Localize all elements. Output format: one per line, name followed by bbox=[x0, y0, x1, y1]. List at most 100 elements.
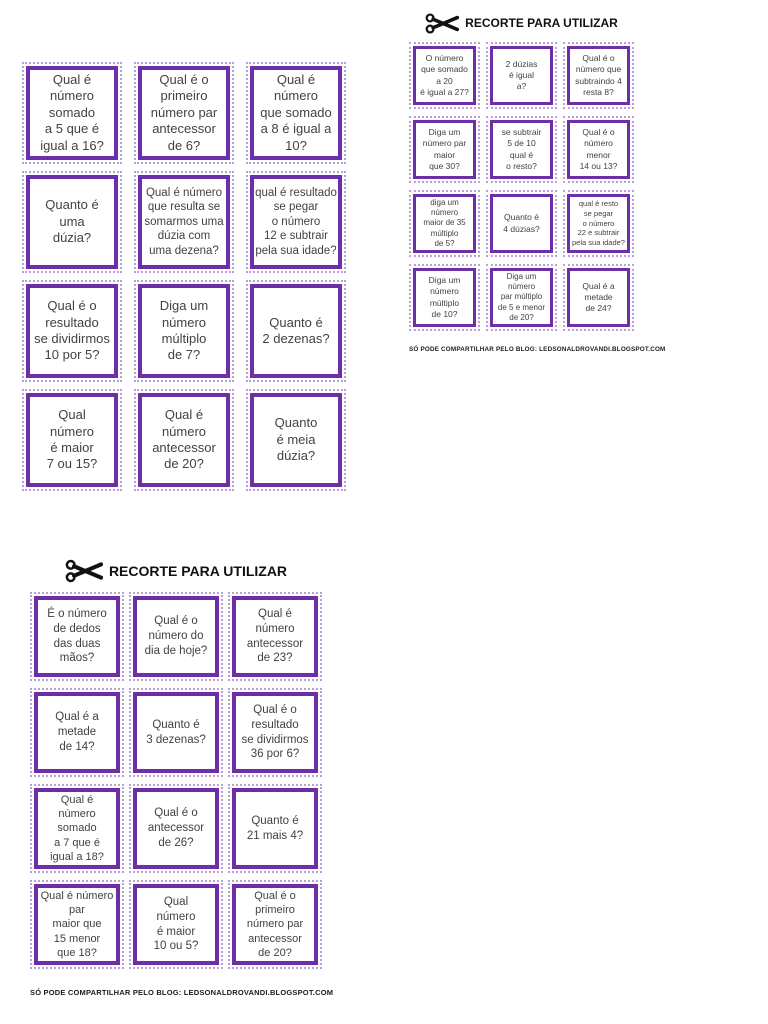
question-text: Qual é o resultado se dividirmos 10 por … bbox=[34, 298, 110, 363]
question-text: Qual é número que resulta se somarmos um… bbox=[144, 186, 224, 257]
question-card: Quanto é uma dúzia? bbox=[22, 171, 122, 273]
question-card: Quanto é 2 dezenas? bbox=[246, 280, 346, 382]
question-card-inner: Qual é a metade de 24? bbox=[567, 268, 630, 327]
question-card: Qual é o número menor 14 ou 13? bbox=[563, 116, 634, 183]
question-text: Qual é número antecessor de 20? bbox=[152, 407, 216, 472]
question-text: Qual é número antecessor de 23? bbox=[246, 608, 304, 665]
cut-header-label: RECORTE PARA UTILIZAR bbox=[465, 16, 618, 30]
question-card: Qual é número somado a 5 que é igual a 1… bbox=[22, 62, 122, 164]
question-card: Qual é o primeiro número par antecessor … bbox=[134, 62, 234, 164]
question-text: Diga um número par múltiplo de 5 e menor… bbox=[497, 271, 546, 323]
question-card: diga um número maior de 35 múltiplo de 5… bbox=[409, 190, 480, 257]
question-card-inner: Quanto é 2 dezenas? bbox=[250, 284, 342, 378]
cut-header-label: RECORTE PARA UTILIZAR bbox=[108, 563, 288, 579]
question-card: Qual é número antecessor de 20? bbox=[134, 389, 234, 491]
question-card-inner: Qual número é maior 10 ou 5? bbox=[133, 884, 219, 965]
question-text: Diga um número múltiplo de 10? bbox=[428, 275, 461, 319]
question-card: Qual é a metade de 24? bbox=[563, 264, 634, 331]
question-card: Quanto é 21 mais 4? bbox=[228, 784, 322, 873]
question-card: Diga um número par múltiplo de 5 e menor… bbox=[486, 264, 557, 331]
question-card-inner: Qual é número antecessor de 20? bbox=[138, 393, 230, 487]
question-text: Qual é o antecessor de 26? bbox=[147, 807, 205, 849]
scissors-icon bbox=[425, 12, 460, 34]
question-card-inner: Quanto é uma dúzia? bbox=[26, 175, 118, 269]
question-card-inner: 2 dúzias é igual a? bbox=[490, 46, 553, 105]
question-text: Qual é número somado a 7 que é igual a 1… bbox=[50, 794, 104, 863]
question-card-inner: Qual é o primeiro número par antecessor … bbox=[138, 66, 230, 160]
question-card: Diga um número par maior que 30? bbox=[409, 116, 480, 183]
question-card-inner: Diga um número par múltiplo de 5 e menor… bbox=[490, 268, 553, 327]
question-card-inner: Qual é número antecessor de 23? bbox=[232, 596, 318, 677]
card-grid-top-left: Qual é número somado a 5 que é igual a 1… bbox=[22, 62, 346, 491]
question-card-inner: qual é resto se pegar o número 22 e subt… bbox=[567, 194, 630, 253]
blog-footer-bottom-left: SÓ PODE COMPARTILHAR PELO BLOG: LEDSONAL… bbox=[30, 988, 334, 997]
question-card-inner: Qual número é maior 7 ou 15? bbox=[26, 393, 118, 487]
question-card: qual é resultado se pegar o número 12 e … bbox=[246, 171, 346, 273]
question-card-inner: Qual é número que somado a 8 é igual a 1… bbox=[250, 66, 342, 160]
cut-header-top-right: RECORTE PARA UTILIZAR bbox=[409, 10, 634, 36]
question-text: Qual é a metade de 24? bbox=[582, 280, 615, 314]
question-card: Qual é número que resulta se somarmos um… bbox=[134, 171, 234, 273]
question-card-inner: Qual é o número que subtraindo 4 resta 8… bbox=[567, 46, 630, 105]
question-card: Qual é o resultado se dividirmos 10 por … bbox=[22, 280, 122, 382]
question-text: Qual é o número do dia de hoje? bbox=[144, 615, 208, 657]
question-text: Qual é o primeiro número par antecessor … bbox=[246, 890, 304, 959]
question-card: Qual é número que somado a 8 é igual a 1… bbox=[246, 62, 346, 164]
question-text: Diga um número múltiplo de 7? bbox=[159, 298, 209, 363]
question-card-inner: Qual é número somado a 5 que é igual a 1… bbox=[26, 66, 118, 160]
question-card: 2 dúzias é igual a? bbox=[486, 42, 557, 109]
question-card-inner: Qual é o número menor 14 ou 13? bbox=[567, 120, 630, 179]
question-text: O número que somado a 20 é igual a 27? bbox=[420, 53, 469, 97]
cut-header-bottom-left: RECORTE PARA UTILIZAR bbox=[30, 556, 322, 586]
card-grid-top-right: O número que somado a 20 é igual a 27? 2 … bbox=[409, 42, 634, 331]
question-text: Qual número é maior 10 ou 5? bbox=[153, 896, 199, 953]
question-card-inner: Qual é o primeiro número par antecessor … bbox=[232, 884, 318, 965]
question-text: Diga um número par maior que 30? bbox=[422, 127, 467, 171]
question-text: Qual é o resultado se dividirmos 36 por … bbox=[241, 704, 309, 761]
question-card: Quanto é meia dúzia? bbox=[246, 389, 346, 491]
question-text: Qual é a metade de 14? bbox=[55, 711, 99, 753]
question-card-inner: Qual é número par maior que 15 menor que… bbox=[34, 884, 120, 965]
question-card: se subtrair 5 de 10 qual é o resto? bbox=[486, 116, 557, 183]
question-card: Qual número é maior 10 ou 5? bbox=[129, 880, 223, 969]
question-card: Qual é o antecessor de 26? bbox=[129, 784, 223, 873]
question-card-inner: Qual é o número do dia de hoje? bbox=[133, 596, 219, 677]
section-bottom-left: RECORTE PARA UTILIZAR É o número de dedo… bbox=[30, 556, 334, 997]
question-card-inner: Qual é o resultado se dividirmos 36 por … bbox=[232, 692, 318, 773]
question-card: Qual número é maior 7 ou 15? bbox=[22, 389, 122, 491]
scissors-icon bbox=[65, 559, 103, 583]
question-text: Quanto é 3 dezenas? bbox=[146, 718, 206, 746]
question-card-inner: O número que somado a 20 é igual a 27? bbox=[413, 46, 476, 105]
question-card: Qual é número antecessor de 23? bbox=[228, 592, 322, 681]
question-card-inner: Quanto é 3 dezenas? bbox=[133, 692, 219, 773]
question-card: qual é resto se pegar o número 22 e subt… bbox=[563, 190, 634, 257]
question-card-inner: Diga um número múltiplo de 7? bbox=[138, 284, 230, 378]
question-card-inner: qual é resultado se pegar o número 12 e … bbox=[250, 175, 342, 269]
section-top-right: RECORTE PARA UTILIZAR O número que somad… bbox=[409, 10, 665, 353]
question-card: Qual é o primeiro número par antecessor … bbox=[228, 880, 322, 969]
question-card: Qual é número somado a 7 que é igual a 1… bbox=[30, 784, 124, 873]
question-card: Diga um número múltiplo de 10? bbox=[409, 264, 480, 331]
question-text: Qual é o primeiro número par antecessor … bbox=[150, 72, 218, 153]
question-text: qual é resto se pegar o número 22 e subt… bbox=[572, 199, 625, 248]
question-text: É o número de dedos das duas mãos? bbox=[47, 608, 107, 665]
question-card-inner: É o número de dedos das duas mãos? bbox=[34, 596, 120, 677]
question-text: Quanto é 4 dúzias? bbox=[503, 212, 540, 234]
question-card: Qual é número par maior que 15 menor que… bbox=[30, 880, 124, 969]
question-card: Qual é o resultado se dividirmos 36 por … bbox=[228, 688, 322, 777]
question-card-inner: se subtrair 5 de 10 qual é o resto? bbox=[490, 120, 553, 179]
question-text: Quanto é meia dúzia? bbox=[274, 415, 318, 464]
question-card-inner: diga um número maior de 35 múltiplo de 5… bbox=[413, 194, 476, 253]
question-text: Quanto é uma dúzia? bbox=[45, 197, 99, 246]
question-card-inner: Diga um número múltiplo de 10? bbox=[413, 268, 476, 327]
question-text: Qual é o número menor 14 ou 13? bbox=[579, 127, 618, 171]
question-card: Qual é o número do dia de hoje? bbox=[129, 592, 223, 681]
question-card: Diga um número múltiplo de 7? bbox=[134, 280, 234, 382]
question-text: Qual é número somado a 5 que é igual a 1… bbox=[40, 72, 104, 153]
question-text: qual é resultado se pegar o número 12 e … bbox=[255, 186, 337, 257]
card-grid-bottom-left: É o número de dedos das duas mãos? Qual é… bbox=[30, 592, 322, 969]
question-card-inner: Qual é número que resulta se somarmos um… bbox=[138, 175, 230, 269]
question-text: se subtrair 5 de 10 qual é o resto? bbox=[501, 127, 542, 171]
question-card-inner: Quanto é 4 dúzias? bbox=[490, 194, 553, 253]
